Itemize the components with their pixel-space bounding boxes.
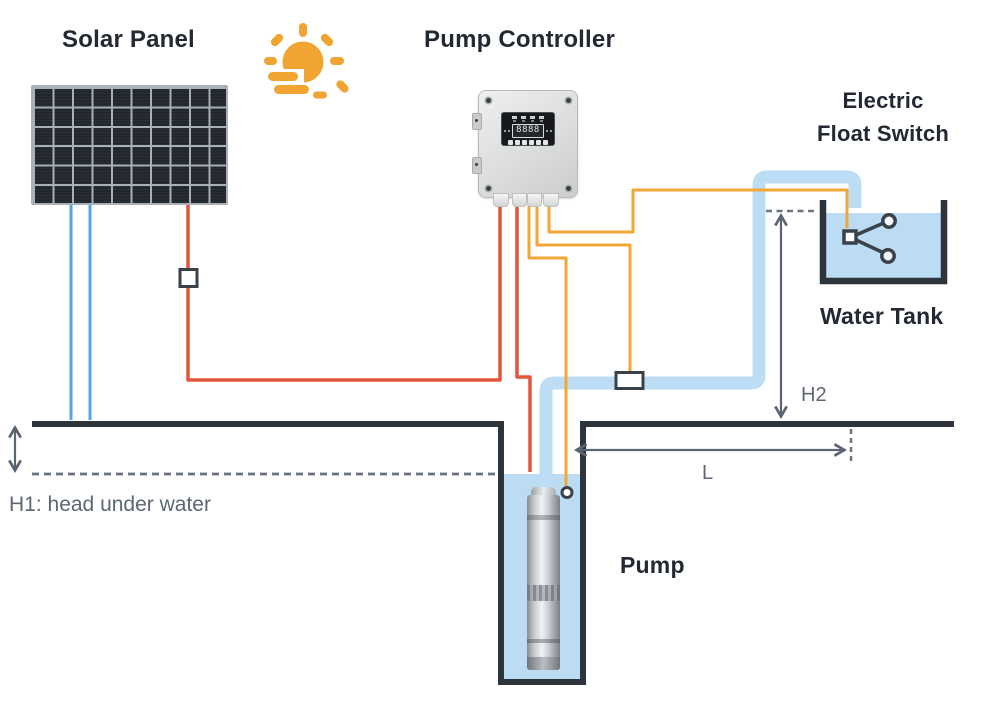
screw <box>566 98 571 103</box>
float-switch-label-line1: Electric <box>842 88 924 113</box>
pv-connector-box <box>178 268 199 288</box>
pump-band <box>527 639 560 643</box>
pump-coupling <box>527 585 560 601</box>
water-tank-label: Water Tank <box>820 303 944 329</box>
screw <box>566 186 571 191</box>
ground-and-well-walls <box>32 421 954 685</box>
pump-cable-yellow <box>527 205 568 486</box>
controller-buttons <box>508 140 548 145</box>
sensor-cable-yellow <box>535 205 632 371</box>
tank-water-fill <box>826 213 941 278</box>
cable-gland <box>527 193 542 207</box>
cable-gland <box>543 193 559 207</box>
screw <box>486 186 491 191</box>
pump-controller-box: 8888 <box>472 90 578 207</box>
pump-label: Pump <box>620 552 685 578</box>
seven-segment-readout: 8888 <box>512 124 544 138</box>
solar-panel <box>31 85 228 205</box>
solar-panel-label: Solar Panel <box>62 26 195 53</box>
float-switch-label-line2: Float Switch <box>817 121 949 146</box>
cable-gland <box>512 193 527 207</box>
pump-controller-label: Pump Controller <box>424 26 616 53</box>
pv-wire-red-1 <box>186 205 502 382</box>
cable-gland <box>493 193 509 207</box>
screw <box>486 98 491 103</box>
water-pipe <box>539 170 862 490</box>
indicator-row <box>512 116 544 119</box>
mounting-tab <box>472 113 482 130</box>
sun-icon <box>262 23 349 99</box>
float-switch-label: Electric Float Switch <box>802 84 964 150</box>
controller-display: 8888 <box>501 112 555 146</box>
h1-annotation: H1: head under water <box>9 493 211 516</box>
l-annotation: L <box>702 462 714 484</box>
pump-band <box>527 515 560 520</box>
led-row <box>513 120 543 122</box>
submersible-pump <box>527 487 560 670</box>
pv-wire-red-2 <box>515 205 532 472</box>
pipe-junction-box <box>614 371 645 390</box>
h2-annotation: H2 <box>801 384 827 406</box>
mounting-tab <box>472 157 482 174</box>
pump-body <box>527 495 560 670</box>
pump-bottom-cap <box>527 657 560 670</box>
float-switch-cable-yellow <box>547 188 849 234</box>
